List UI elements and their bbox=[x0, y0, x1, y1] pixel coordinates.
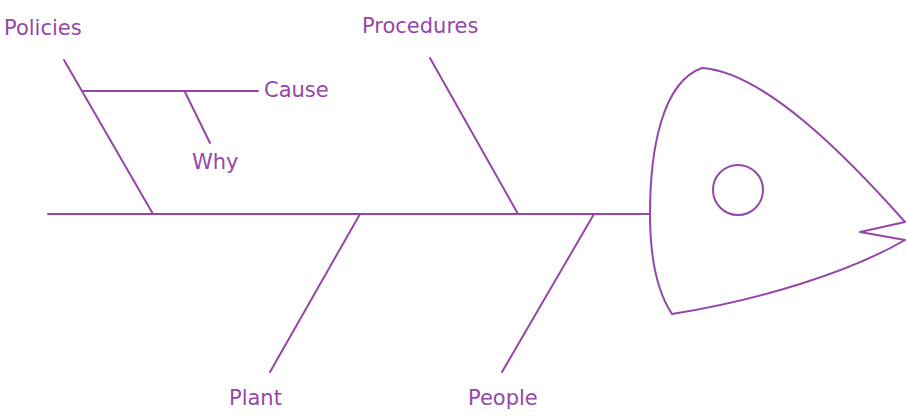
rib-line bbox=[430, 58, 518, 214]
category-label: Policies bbox=[4, 18, 82, 39]
rib-line bbox=[270, 214, 360, 372]
why-line bbox=[185, 92, 210, 143]
category-label: Plant bbox=[229, 388, 282, 409]
cause-label: Cause bbox=[264, 80, 329, 101]
fish-eye bbox=[713, 165, 763, 215]
why-label: Why bbox=[192, 152, 239, 173]
cause-line bbox=[83, 90, 258, 92]
spine-line bbox=[48, 213, 650, 215]
fish-head bbox=[650, 68, 905, 314]
category-label: Procedures bbox=[362, 16, 478, 37]
rib-line bbox=[64, 60, 153, 214]
category-label: People bbox=[468, 388, 538, 409]
rib-line bbox=[502, 214, 594, 372]
